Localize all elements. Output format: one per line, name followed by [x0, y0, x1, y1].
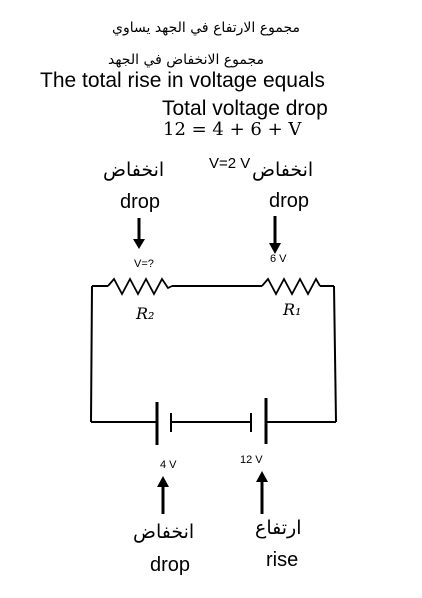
battery-12v-label: 12 V: [240, 454, 263, 466]
resistor-r2: [107, 277, 173, 296]
battery-4v-label: 4 V: [160, 459, 177, 471]
voltage-equation: 12 = 4 + 6 + V: [163, 119, 302, 140]
battery-12v: [250, 398, 268, 444]
left-wire: [90, 285, 93, 423]
right-wire: [333, 285, 337, 423]
resistor-r1: [261, 277, 321, 296]
resistor-r1-label: R₁: [283, 300, 302, 319]
left-battery-english-label: drop: [150, 554, 191, 576]
arabic-total-rise-text: مجموع الارتفاع في الجهد يساوي: [112, 20, 300, 36]
right-battery-english-label: rise: [266, 549, 299, 571]
arrow-up-left: [157, 476, 169, 514]
arrow-down-left: [133, 218, 145, 249]
right-resistor-english-label: drop: [269, 190, 310, 212]
left-battery-arabic-label: انخفاض: [133, 521, 195, 543]
right-battery-arabic-label: ارتفاع: [255, 517, 302, 539]
right-resistor-voltage: 6 V: [270, 253, 287, 265]
arrow-up-right: [256, 471, 268, 514]
battery-4v: [155, 402, 172, 445]
left-resistor-voltage: V=?: [134, 258, 154, 270]
arabic-total-drop-text: مجموع الانخفاض في الجهد: [108, 52, 265, 68]
left-resistor-arabic-label: انخفاض: [103, 159, 165, 181]
resistor-r2-label: R₂: [136, 304, 155, 323]
english-total-drop-text: Total voltage drop: [162, 97, 328, 120]
right-resistor-arabic-label: انخفاض: [252, 159, 314, 181]
arrow-down-right: [269, 216, 281, 254]
right-resistor-annotation: V=2 V: [209, 155, 251, 172]
english-total-rise-text: The total rise in voltage equals: [40, 69, 325, 92]
left-resistor-english-label: drop: [120, 191, 161, 213]
